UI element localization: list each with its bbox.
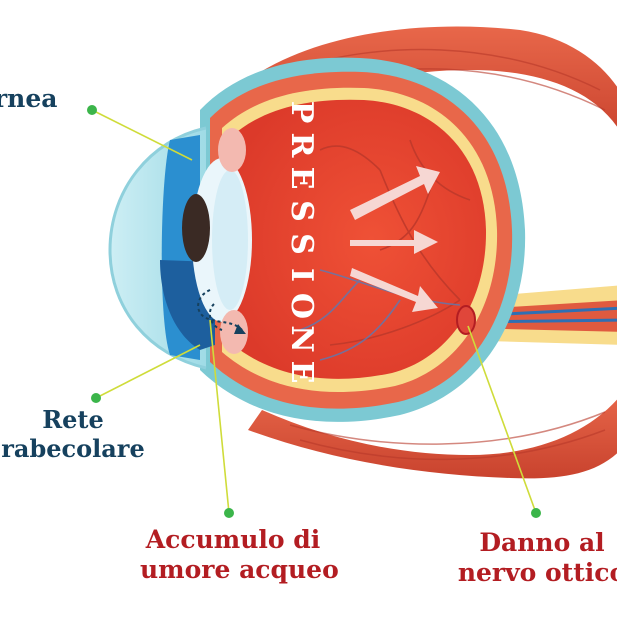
lower-muscle-fibers xyxy=(289,411,606,461)
pressure-label: P R E S S I O N E xyxy=(284,101,319,384)
ciliary-body-top xyxy=(218,128,246,172)
leader-dots xyxy=(87,105,541,518)
pressure-letter: S xyxy=(284,200,319,222)
upper-muscle xyxy=(248,26,617,127)
optic-disc xyxy=(456,305,476,335)
aqueous-flow-arrow xyxy=(197,289,243,331)
pressure-letter: E xyxy=(284,167,319,190)
retinal-vessels xyxy=(299,139,471,361)
pressure-letter: E xyxy=(284,361,319,384)
pupil xyxy=(182,194,210,262)
pressure-letter: I xyxy=(284,268,319,282)
label-rete-line1: Rete xyxy=(42,405,104,434)
pressure-letter: N xyxy=(284,325,319,352)
label-accumulo-line1: Accumulo di xyxy=(145,525,321,554)
leader-dot-danno xyxy=(531,508,541,518)
vitreous-body xyxy=(232,99,487,379)
pressure-arrows xyxy=(350,166,440,312)
label-cornea: rnea xyxy=(0,84,58,113)
label-danno-nervo: Danno al nervo ottico xyxy=(448,528,617,588)
aqueous-flow-arrowhead xyxy=(234,324,246,334)
aqueous-flow-arrow-2 xyxy=(208,303,223,331)
pressure-letter: P xyxy=(284,101,319,124)
lower-muscle xyxy=(248,399,617,479)
leader-dot-rete xyxy=(91,393,101,403)
leader-dot-cornea xyxy=(87,105,97,115)
lens-shade xyxy=(212,170,248,310)
label-danno-line2: nervo ottico xyxy=(457,558,617,587)
label-rete-trabecolare: Rete rabecolare xyxy=(0,405,158,464)
label-accumulo-umore: Accumulo di umore acqueo xyxy=(140,525,339,585)
label-danno-line1: Danno al xyxy=(479,528,605,557)
ciliary-body-bottom xyxy=(220,310,248,354)
pressure-letter: O xyxy=(284,293,319,319)
pressure-letter: S xyxy=(284,233,319,255)
label-rete-line2: rabecolare xyxy=(1,433,145,463)
leader-dot-accumulo xyxy=(224,508,234,518)
leader-lines xyxy=(91,109,537,514)
cornea-rim xyxy=(108,126,207,370)
label-accumulo-line2: umore acqueo xyxy=(140,555,339,584)
pressure-letter: R xyxy=(284,133,319,159)
